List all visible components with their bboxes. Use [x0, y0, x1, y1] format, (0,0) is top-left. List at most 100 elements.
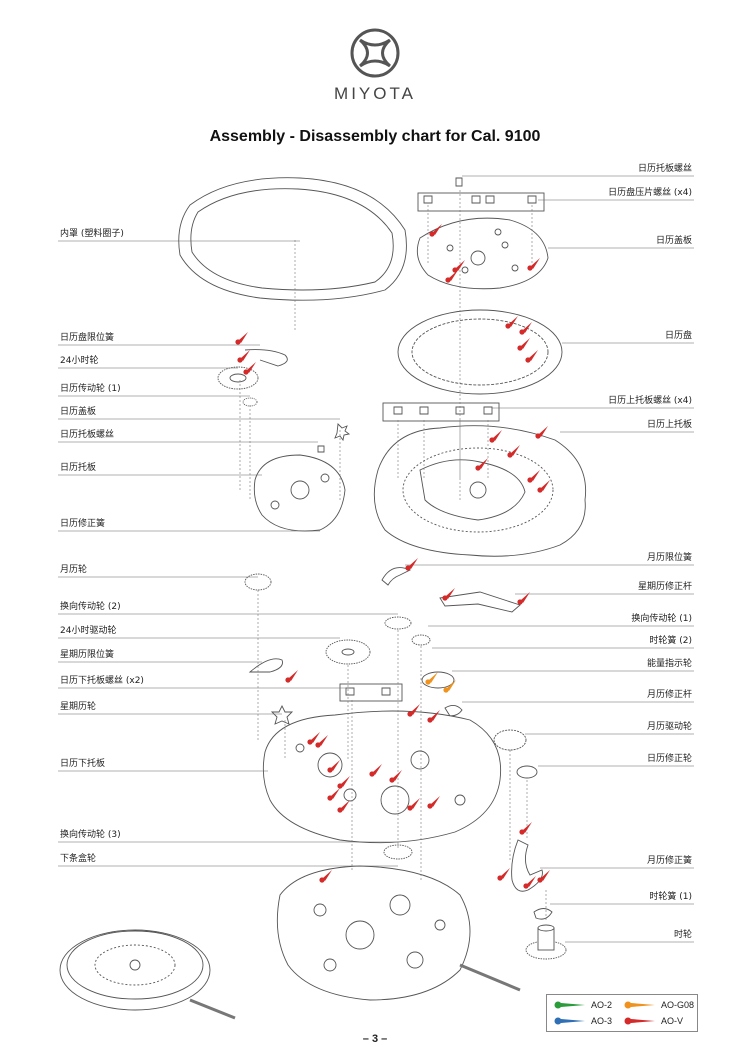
main-movement-part: [276, 865, 521, 1001]
legend-ao-v: AO-V: [623, 1015, 683, 1027]
oil-drop-red-icon: [537, 480, 550, 493]
label-lower-barrel-wheel: 下条盒轮: [60, 854, 97, 864]
label-weekday-wheel: 星期历轮: [60, 702, 97, 712]
oil-drop-red-icon: [327, 760, 340, 773]
label-hour-wheel-spring-2: 时轮簧 (2): [649, 636, 692, 646]
label-date-plate: 日历托板: [60, 463, 97, 473]
oil-drop-red-icon: [405, 558, 418, 571]
label-date-plate-screw-left: 日历托板螺丝: [60, 430, 115, 440]
oil-drop-red-icon: [507, 445, 520, 458]
label-weekday-corrector-lever: 星期历修正杆: [637, 582, 692, 592]
24h-driving-wheel-part: [325, 639, 371, 665]
weekday-corrector-part: [439, 591, 521, 613]
oil-drop-red-icon: [489, 430, 502, 443]
assembly-guides: [239, 190, 547, 920]
legend-ao-3: AO-3: [553, 1015, 612, 1027]
label-reverse-driving-wheel-3: 换向传动轮 (3): [60, 830, 121, 840]
month-wheel-part: [244, 573, 272, 591]
label-reverse-driving-wheel-2: 换向传动轮 (2): [60, 602, 121, 612]
month-jumper-part: [381, 567, 412, 586]
brand-wordmark: MIYOTA: [334, 84, 416, 103]
legend-ao-2: AO-2: [553, 999, 612, 1011]
label-inner-ring: 内罩 (塑料圈子): [60, 229, 124, 239]
reverse-wheel-3-part: [383, 844, 413, 860]
oil-drop-red-icon: [407, 704, 420, 717]
label-date-driving-wheel-1: 日历传动轮 (1): [60, 384, 121, 394]
oil-drop-red-icon: [517, 338, 530, 351]
oil-drop-red-icon: [519, 822, 532, 835]
oil-drop-red-icon: [337, 800, 350, 813]
date-driving-wheel-1-part: [242, 397, 258, 407]
screw-box-lower: [339, 683, 403, 702]
oil-drop-orange-icon: [624, 1001, 655, 1009]
oil-drop-red-icon: [315, 735, 328, 748]
oil-drop-red-icon: [535, 426, 548, 439]
oil-drop-red-icon: [389, 770, 402, 783]
oil-drop-red-icon: [237, 350, 250, 363]
oil-drop-green-icon: [554, 1001, 585, 1009]
oil-drop-red-icon: [537, 870, 550, 883]
legend-label: AO-2: [591, 1000, 613, 1010]
label-24h-wheel: 24小时轮: [60, 356, 99, 366]
label-month-corrector-spring: 月历修正簧: [646, 856, 692, 866]
label-hour-wheel-spring-1: 时轮簧 (1): [649, 892, 692, 902]
oil-drop-red-icon: [442, 588, 455, 601]
oil-drop-red-icon: [527, 470, 540, 483]
oil-drop-red-icon: [243, 362, 256, 375]
legend-ao-g08: AO-G08: [623, 999, 694, 1011]
oil-drop-red-icon: [517, 592, 530, 605]
oil-drop-red-icon: [235, 332, 248, 345]
label-month-corrector-lever: 月历修正杆: [646, 690, 692, 700]
oil-drop-orange-icon: [425, 672, 438, 685]
assembled-watch-part: [59, 929, 236, 1020]
month-corrector-spring-part: [511, 839, 543, 892]
label-lower-date-plate-screw: 日历下托板螺丝 (x2): [60, 676, 144, 686]
24h-wheel-part: [217, 366, 259, 390]
oil-drop-red-icon: [525, 350, 538, 363]
miyota-logo-icon: [350, 28, 400, 78]
leader-lines: [58, 175, 694, 943]
month-corrector-lever-part: [444, 705, 463, 717]
label-month-jumper-spring: 月历限位簧: [646, 553, 692, 563]
oil-drop-red-icon: [337, 776, 350, 789]
oil-drop-red-icon: [527, 258, 540, 271]
label-weekday-jumper-spring: 星期历限位簧: [60, 650, 115, 660]
label-power-reserve-wheel: 能量指示轮: [646, 659, 692, 669]
oil-drop-red-icon: [624, 1017, 655, 1025]
page-title: Assembly - Disassembly chart for Cal. 91…: [209, 128, 541, 145]
oil-drop-red-icon: [497, 868, 510, 881]
label-lower-date-plate: 日历下托板: [60, 759, 106, 769]
oil-drop-red-icon: [369, 764, 382, 777]
oil-drop-red-icon: [327, 788, 340, 801]
legend-label: AO-3: [591, 1016, 613, 1026]
label-month-driving-wheel: 月历驱动轮: [646, 722, 692, 732]
reverse-wheel-2-part: [384, 616, 412, 630]
lower-date-plate-part: [262, 710, 502, 844]
oil-drop-red-icon: [475, 458, 488, 471]
month-driving-wheel-part: [493, 729, 527, 751]
label-upper-date-plate: 日历上托板: [646, 420, 692, 430]
date-plate-part: [253, 454, 346, 532]
label-date-jumper-spring: 日历盘限位簧: [60, 333, 115, 343]
oil-drop-red-icon: [307, 732, 320, 745]
oil-drop-marks: [235, 224, 550, 889]
date-cover-left-part: [334, 423, 351, 442]
oil-drop-red-icon: [505, 316, 518, 329]
oil-drop-orange-icon: [443, 680, 456, 693]
inner-ring-part: [178, 177, 407, 301]
oil-drop-red-icon: [427, 710, 440, 723]
label-date-corrector-wheel: 日历修正轮: [646, 754, 692, 764]
oil-drop-red-icon: [429, 224, 442, 237]
hour-wheel-spring-1-part: [533, 908, 553, 920]
oil-drop-red-icon: [319, 870, 332, 883]
label-date-disk: 日历盘: [664, 331, 692, 341]
hour-wheel-part: [525, 924, 567, 960]
date-disk-part: [397, 309, 563, 395]
label-date-holder-screw: 日历托板螺丝: [637, 164, 692, 174]
label-date-cover-right: 日历盖板: [655, 236, 692, 246]
screw-box-top: [417, 192, 545, 212]
oil-drop-red-icon: [445, 270, 458, 283]
legend-label: AO-G08: [661, 1000, 695, 1010]
weekday-jumper-part: [248, 658, 283, 673]
